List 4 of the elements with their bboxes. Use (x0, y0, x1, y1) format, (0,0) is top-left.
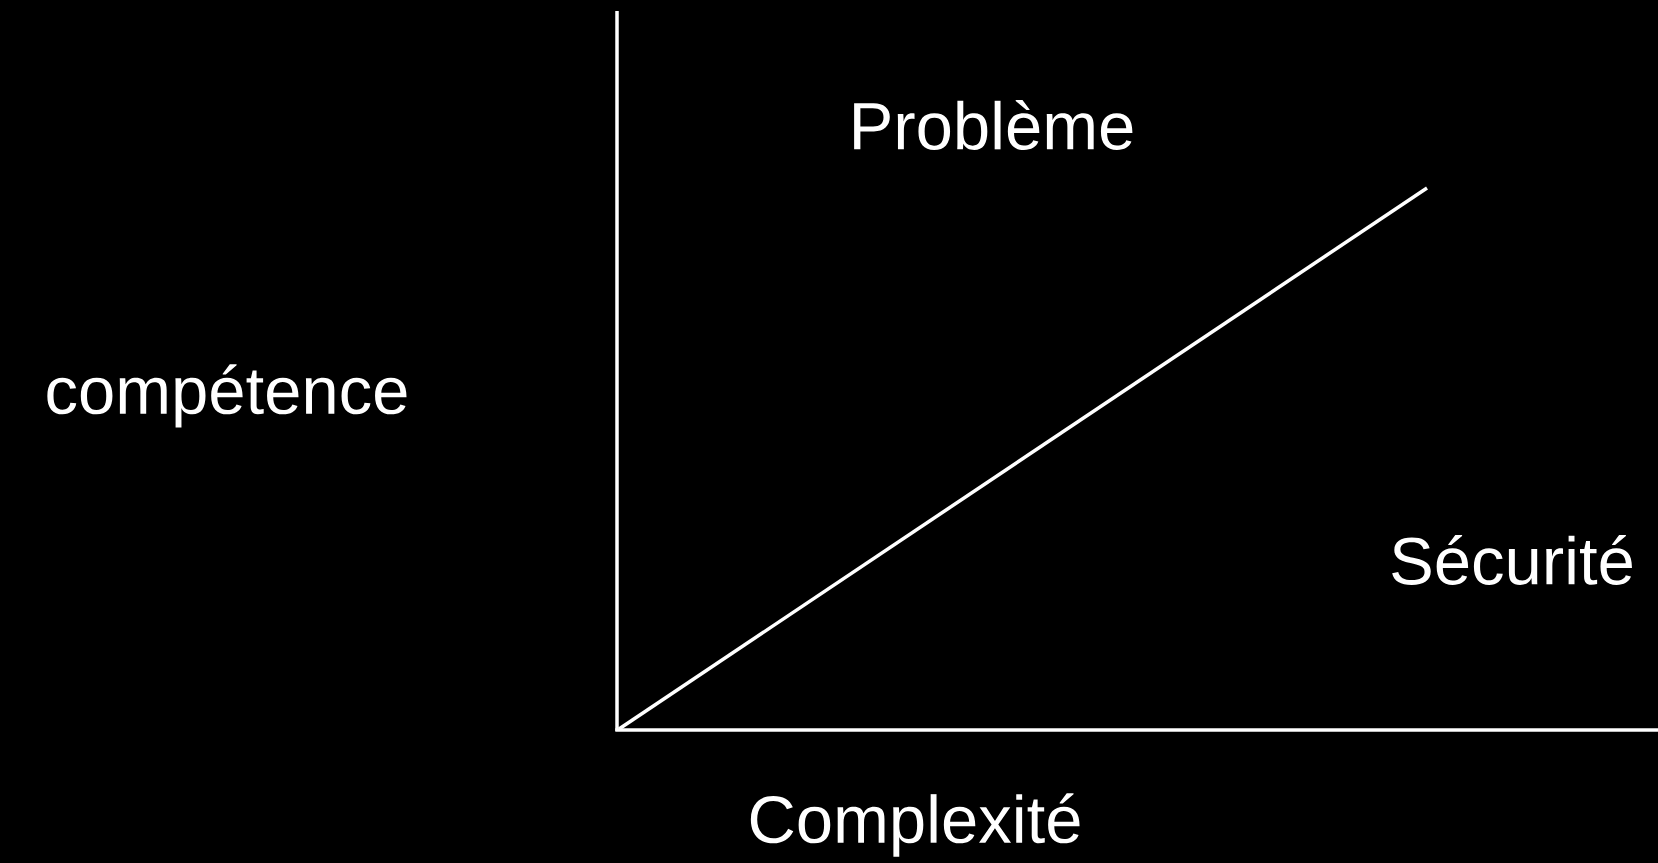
axis-label: compétence (47, 364, 407, 428)
axis-label: Problème (854, 100, 1133, 150)
axis-label: Sécurité (1392, 535, 1632, 585)
axis-label: Complexité (750, 793, 1080, 857)
